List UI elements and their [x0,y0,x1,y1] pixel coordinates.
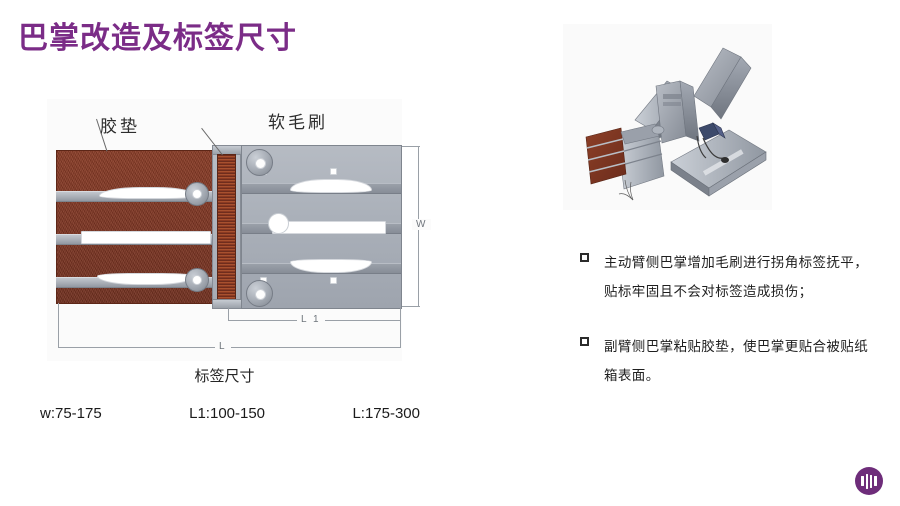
pad-label: 胶垫 [100,117,140,136]
dim-l1-tick [228,307,229,321]
robot-arm-3d-render [563,24,772,210]
pad-cutout [81,231,211,244]
measurement-row: w:75-175 L1:100-150 L:175-300 [40,405,420,422]
measurement-l: L:175-300 [352,405,420,422]
plate-hole [268,213,289,234]
pad-boss [185,182,209,206]
plate-cutout [290,179,372,193]
dim-w-tick [402,306,420,307]
bullet-list: 主动臂侧巴掌增加毛刷进行拐角标签抚平，贴标牢固且不会对标签造成损伤； 副臂侧巴掌… [580,248,880,416]
plate-boss [246,149,273,176]
pad-boss [185,268,209,292]
dim-l1-tick [400,307,401,321]
rubber-pad-block [56,150,214,304]
pad-cutout [99,187,197,199]
bullet-text: 副臂侧巴掌粘贴胶垫，使巴掌更贴合被贴纸箱表面。 [604,339,869,383]
bullet-item: 主动臂侧巴掌增加毛刷进行拐角标签抚平，贴标牢固且不会对标签造成损伤； [580,248,880,306]
technical-drawing-panel: W L 1 L [47,99,432,361]
logo-bar [870,474,873,488]
dim-w-label: W [412,219,432,230]
plate-dot [330,168,337,175]
plate-dot [330,277,337,284]
render-panel [563,24,772,210]
square-bullet-icon [580,253,589,262]
dim-l-tick [58,303,59,348]
square-bullet-icon [580,337,589,346]
dim-l-tick [400,321,401,348]
brush-bristles [217,154,236,300]
logo-bar [874,476,877,486]
plate-boss [246,280,273,307]
drawing-canvas: W L 1 L [47,99,432,361]
bullet-text: 主动臂侧巴掌增加毛刷进行拐角标签抚平，贴标牢固且不会对标签造成损伤； [604,255,869,299]
measurement-l1: L1:100-150 [189,405,266,422]
dim-l1-label: L 1 [297,314,325,325]
page-title: 巴掌改造及标签尺寸 [18,22,297,55]
measurement-w: w:75-175 [40,405,102,422]
drawing-caption: 标签尺寸 [194,368,255,385]
bullet-item: 副臂侧巴掌粘贴胶垫，使巴掌更贴合被贴纸箱表面。 [580,332,880,390]
barcode-logo [855,467,883,495]
dim-w-tick [402,146,420,147]
dim-l-label: L [215,341,231,352]
logo-bar [861,476,864,486]
soft-brush-strip [212,145,243,309]
brush-label: 软毛刷 [268,113,328,132]
plate-cutout [272,221,386,234]
metal-plate [241,145,402,309]
logo-bar [865,473,868,489]
